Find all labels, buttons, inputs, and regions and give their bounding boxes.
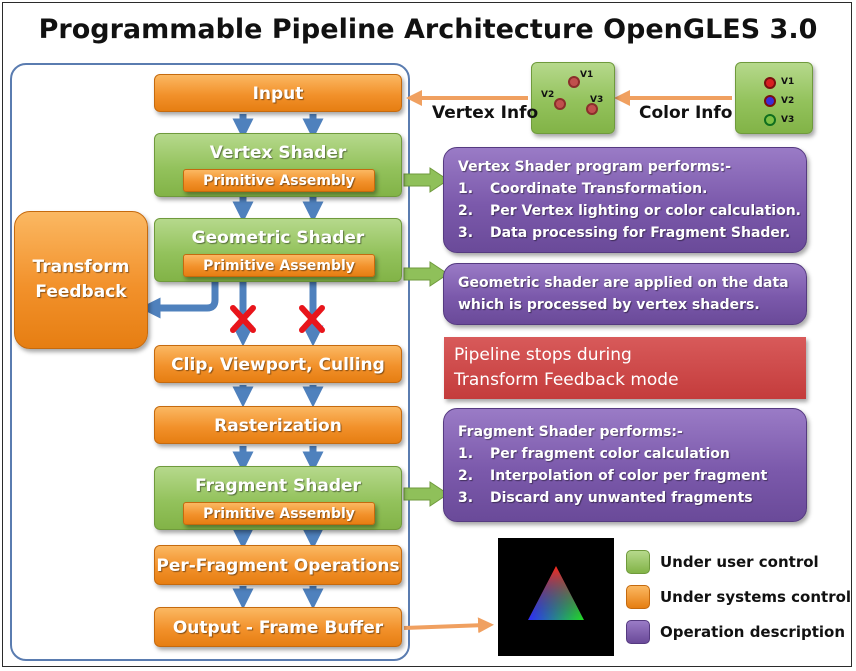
legend-user-label: Under user control [660,553,819,571]
legend-user-swatch [626,550,650,574]
fragment-desc-item-2: 2.Interpolation of color per fragment [458,468,768,484]
vertex-shader-description: Vertex Shader program performs:- 1.Coord… [443,147,807,253]
color-info-box: V1 V2 V3 [735,62,813,134]
color-label-v1: V1 [781,77,795,87]
vertex-shader-stage: Vertex Shader Primitive Assembly [154,133,402,197]
transform-feedback-line1: Transform [32,257,130,277]
color-info-label: Color Info [639,103,733,123]
pipeline-container [10,63,410,661]
per-fragment-stage: Per-Fragment Operations [154,545,402,585]
clip-stage: Clip, Viewport, Culling [154,345,402,383]
legend-system-swatch [626,585,650,609]
rasterization-stage: Rasterization [154,406,402,444]
vertex-dot-v3 [586,103,598,115]
fragment-shader-description: Fragment Shader performs:- 1.Per fragmen… [443,408,807,522]
fragment-desc-arrow [403,481,449,507]
fragment-shader-label: Fragment Shader [195,476,361,496]
geometric-primitive-assembly: Primitive Assembly [183,254,375,277]
output-stage: Output - Frame Buffer [154,607,402,647]
output-arrow [403,617,494,634]
rasterization-stage-label: Rasterization [214,416,342,436]
stop-mark-right [299,305,325,333]
input-stage: Input [154,74,402,112]
diagram-title: Programmable Pipeline Architecture OpenG… [38,14,818,45]
fragment-primitive-assembly: Primitive Assembly [183,502,375,525]
pipeline-stops-note: Pipeline stops during Transform Feedback… [444,337,806,399]
color-dot-v3 [764,114,776,126]
vertex-primitive-assembly: Primitive Assembly [183,169,375,192]
color-label-v3: V3 [781,115,795,125]
vertex-label-v2: V2 [541,90,555,100]
clip-stage-label: Clip, Viewport, Culling [171,355,385,375]
vertex-desc-item-2: 2.Per Vertex lighting or color calculati… [458,203,801,219]
geometric-desc-line1: Geometric shader are applied on the data [458,275,789,291]
transform-feedback-arrow [139,282,219,319]
color-dot-v2 [764,95,776,107]
geometric-shader-description: Geometric shader are applied on the data… [443,263,807,325]
vertex-label-v1: V1 [580,70,594,80]
vertex-dot-v1 [568,76,580,88]
vertex-dot-v2 [554,98,566,110]
vertex-desc-item-3: 3.Data processing for Fragment Shader. [458,225,791,241]
geometric-desc-arrow [403,261,449,287]
output-stage-label: Output - Frame Buffer [172,618,384,638]
render-output [498,538,614,656]
vertex-desc-heading: Vertex Shader program performs:- [458,159,732,175]
stop-mark-left [230,305,256,333]
fragment-desc-item-3: 3.Discard any unwanted fragments [458,490,753,506]
geometric-desc-line2: which is processed by vertex shaders. [458,297,760,313]
color-dot-v1 [764,77,776,89]
vertex-info-label: Vertex Info [432,103,539,123]
geometric-shader-label: Geometric Shader [191,228,365,248]
legend-operation-label: Operation description [660,623,846,641]
geometric-shader-stage: Geometric Shader Primitive Assembly [154,218,402,282]
pipeline-stops-line2: Transform Feedback mode [454,370,679,390]
vertex-info-box: V1 V2 V3 [531,62,615,134]
input-stage-label: Input [252,84,304,104]
transform-feedback-line2: Feedback [35,282,127,302]
vertex-desc-item-1: 1.Coordinate Transformation. [458,181,708,197]
legend-operation-swatch [626,620,650,644]
fragment-desc-item-1: 1.Per fragment color calculation [458,446,730,462]
fragment-shader-stage: Fragment Shader Primitive Assembly [154,466,402,530]
flow-arrows [232,114,324,610]
vertex-shader-label: Vertex Shader [209,143,347,163]
per-fragment-stage-label: Per-Fragment Operations [156,556,400,576]
pipeline-stops-line1: Pipeline stops during [454,345,632,365]
rendered-triangle [528,566,584,620]
vertex-desc-arrow [403,167,449,193]
vertex-label-v3: V3 [590,95,604,105]
fragment-desc-heading: Fragment Shader performs:- [458,424,683,440]
legend-system-label: Under systems control [660,588,852,606]
color-label-v2: V2 [781,96,795,106]
transform-feedback-box: Transform Feedback [14,211,148,349]
